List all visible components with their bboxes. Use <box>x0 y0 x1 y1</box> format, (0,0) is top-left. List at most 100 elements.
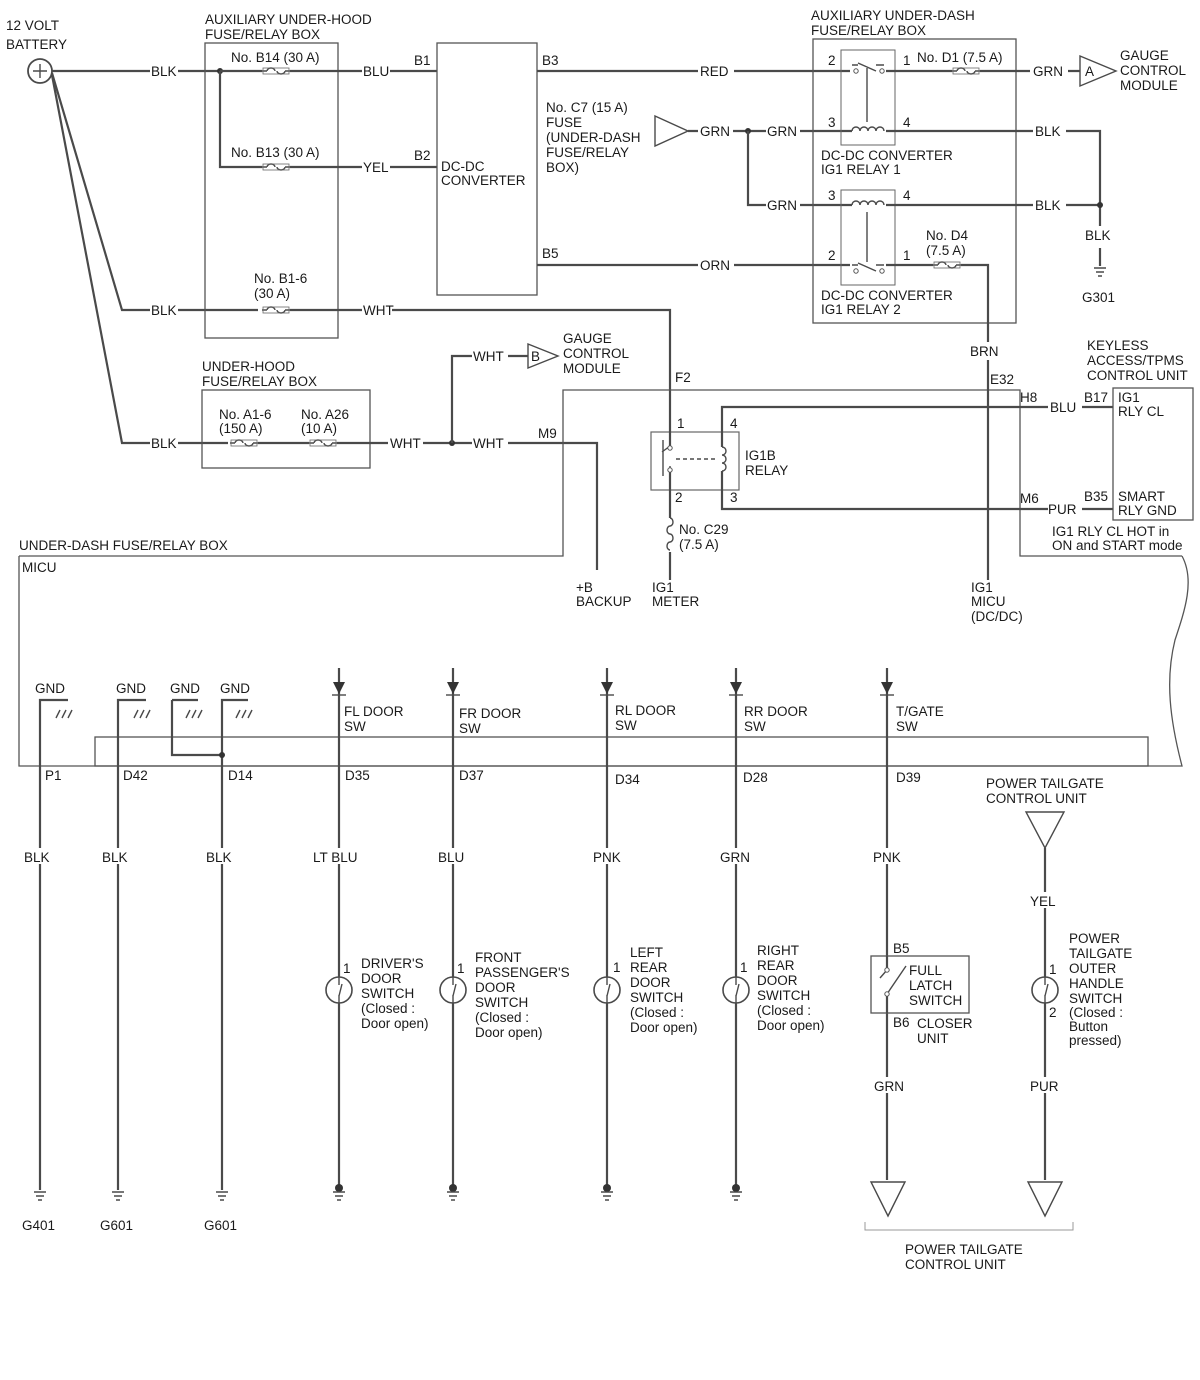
aux-underdash-title: AUXILIARY UNDER-DASH <box>811 8 975 23</box>
fuse-d4-label: No. D4 <box>926 228 969 243</box>
ig1b-pin-3: 3 <box>730 490 738 505</box>
bottom-grounds <box>33 1181 1074 1231</box>
handle-switch-label-6: (Closed : <box>1069 1005 1123 1020</box>
conn-f2: F2 <box>675 370 691 385</box>
pin-d28: D28 <box>743 770 768 785</box>
drv-switch-label-3: SWITCH <box>361 986 414 1001</box>
keyless-label: KEYLESS <box>1087 338 1149 353</box>
gauge-b-label-2: CONTROL <box>563 346 629 361</box>
gauge-a-label: GAUGE <box>1120 48 1169 63</box>
pin-b2: B2 <box>414 148 431 163</box>
aux-underhood-title: AUXILIARY UNDER-HOOD <box>205 12 372 27</box>
fp-switch-label-4: SWITCH <box>475 995 528 1010</box>
handle-switch-label-4: HANDLE <box>1069 976 1124 991</box>
conn-e32: E32 <box>990 372 1014 387</box>
relay1-pin-4: 4 <box>903 115 911 130</box>
full-latch-switch: B5 B6 FULL LATCH SWITCH CLOSER UNIT <box>870 941 973 1046</box>
fuse-b13-label: No. B13 (30 A) <box>231 145 320 160</box>
connector-b-label: B <box>531 349 540 364</box>
wire-label-blk-3: BLK <box>151 436 177 451</box>
driver-door-switch-label: DRIVER'S DOOR SWITCH (Closed : Door open… <box>361 956 429 1031</box>
ground-g601-label: G601 <box>100 1218 133 1233</box>
handle-switch-label-8: pressed) <box>1069 1033 1122 1048</box>
fuse-b16-rating: (30 A) <box>254 286 290 301</box>
fp-switch-label-2: PASSENGER'S <box>475 965 570 980</box>
right-rear-door-switch-label: RIGHT REAR DOOR SWITCH (Closed : Door op… <box>757 943 825 1033</box>
wire-label-grn-3: GRN <box>767 198 797 213</box>
pin-d35: D35 <box>345 768 370 783</box>
gnd-label-3: GND <box>170 681 200 696</box>
relay2-pin-3: 3 <box>828 188 836 203</box>
relay1-pin-3: 3 <box>828 115 836 130</box>
c7-fuse-label-2: FUSE <box>546 115 582 130</box>
lr-switch-label-6: Door open) <box>630 1020 698 1035</box>
fp-switch-label-6: Door open) <box>475 1025 543 1040</box>
latch-pin-b6: B6 <box>893 1015 910 1030</box>
rr-switch-label-4: SWITCH <box>757 988 810 1003</box>
wire-label-blk-d14: BLK <box>206 850 232 865</box>
latch-label: FULL <box>909 963 943 978</box>
underdash-fuse-relay-box: UNDER-DASH FUSE/RELAY BOX MICU F2 E32 <box>18 370 1189 767</box>
fr-door-sw-label-2: SW <box>459 721 481 736</box>
c7-fuse-label: No. C7 (15 A) <box>546 100 628 115</box>
relay2-pin-1: 1 <box>903 248 911 263</box>
closer-unit-label-2: UNIT <box>917 1031 949 1046</box>
fuse-b14-label: No. B14 (30 A) <box>231 50 320 65</box>
wire-label-blu-d37: BLU <box>438 850 464 865</box>
fuse-c29-label: No. C29 <box>679 522 729 537</box>
pin-d42: D42 <box>123 768 148 783</box>
handle-switch-label: POWER <box>1069 931 1120 946</box>
fp-switch-pin-1: 1 <box>457 961 465 976</box>
c7-fuse-label-3: (UNDER-DASH <box>546 130 641 145</box>
underhood-title-2: FUSE/RELAY BOX <box>202 374 317 389</box>
c7-fuse-note: No. C7 (15 A) FUSE (UNDER-DASH FUSE/RELA… <box>546 100 852 207</box>
gauge-b-label-3: MODULE <box>563 361 621 376</box>
fp-switch-label-3: DOOR <box>475 980 516 995</box>
wire-label-wht-2: WHT <box>390 436 421 451</box>
pin-p1: P1 <box>45 768 62 783</box>
drv-switch-label-2: DOOR <box>361 971 402 986</box>
rl-door-sw-label: RL DOOR <box>615 703 676 718</box>
tgate-sw-label-2: SW <box>896 719 918 734</box>
lr-switch-label-3: DOOR <box>630 975 671 990</box>
relay2-pin-2: 2 <box>828 248 836 263</box>
front-passenger-door-switch-label: FRONT PASSENGER'S DOOR SWITCH (Closed : … <box>475 950 570 1040</box>
relay1-label-2: IG1 RELAY 1 <box>821 162 901 177</box>
keyless-label-2: ACCESS/TPMS <box>1087 353 1184 368</box>
battery-label-2: BATTERY <box>6 37 67 52</box>
ig1b-relay: 1 4 2 3 IG1B RELAY <box>650 405 1113 511</box>
aux-underdash-title-2: FUSE/RELAY BOX <box>811 23 926 38</box>
relay1-pin-1: 1 <box>903 53 911 68</box>
keyless-label-3: CONTROL UNIT <box>1087 368 1188 383</box>
pin-d37: D37 <box>459 768 484 783</box>
dc-dc-converter: DC-DC CONVERTER B1 B2 B3 B5 <box>414 42 850 296</box>
conn-h8: H8 <box>1020 390 1037 405</box>
wire-label-pur-1: PUR <box>1048 502 1077 517</box>
conn-m9: M9 <box>538 426 557 441</box>
wire-label-blk-6: BLK <box>1085 228 1111 243</box>
micu-meter-label-2: METER <box>652 594 700 609</box>
keyless-pin-smart: SMART <box>1118 489 1165 504</box>
handle-switch-label-3: OUTER <box>1069 961 1117 976</box>
rr-switch-label-2: REAR <box>757 958 795 973</box>
fuse-a16-rating: (150 A) <box>219 421 263 436</box>
latch-label-2: LATCH <box>909 978 952 993</box>
fuse-d4-rating: (7.5 A) <box>926 243 966 258</box>
gnd-label-2: GND <box>116 681 146 696</box>
micu-label: MICU <box>22 560 57 575</box>
gauge-a-label-2: CONTROL <box>1120 63 1186 78</box>
ig1b-pin-4: 4 <box>730 416 738 431</box>
aux-underhood-title-2: FUSE/RELAY BOX <box>205 27 320 42</box>
rr-switch-label: RIGHT <box>757 943 799 958</box>
pin-d14: D14 <box>228 768 253 783</box>
underhood-fuse-box: UNDER-HOOD FUSE/RELAY BOX No. A1-6 (150 … <box>201 354 599 570</box>
lr-switch-label-4: SWITCH <box>630 990 683 1005</box>
wire-label-blk-5: BLK <box>1035 198 1061 213</box>
wire-label-yel-2: YEL <box>1030 894 1056 909</box>
ground-g601-label-2: G601 <box>204 1218 237 1233</box>
ig1-note: IG1 RLY CL HOT in <box>1052 524 1169 539</box>
keyless-b35: B35 <box>1084 489 1108 504</box>
c7-fuse-label-4: FUSE/RELAY <box>546 145 629 160</box>
keyless-access-control-unit: KEYLESS ACCESS/TPMS CONTROL UNIT IG1 RLY… <box>1084 338 1194 521</box>
wire-label-pnk-d39: PNK <box>873 850 901 865</box>
